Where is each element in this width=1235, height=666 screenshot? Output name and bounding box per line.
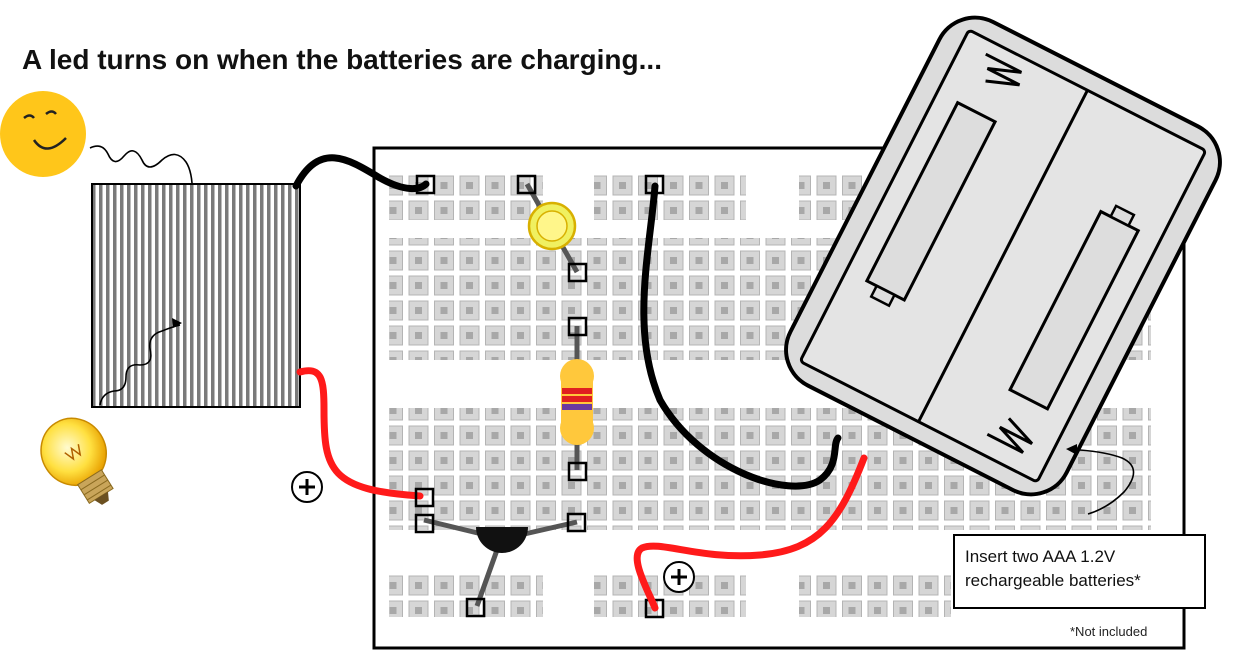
footnote: *Not included bbox=[1070, 624, 1148, 639]
battery-holder-icon bbox=[784, 15, 1222, 497]
rail-hole-marker bbox=[415, 174, 436, 195]
battery-note-line-2: rechargeable batteries* bbox=[965, 571, 1141, 590]
negative-wire-battery bbox=[640, 182, 842, 490]
solar-panel-icon bbox=[91, 183, 301, 408]
battery-note-line-1: Insert two AAA 1.2V bbox=[965, 547, 1116, 566]
negative-wire-panel bbox=[292, 154, 430, 192]
led-icon bbox=[516, 174, 588, 283]
resistor-icon bbox=[560, 316, 594, 482]
sun-icon bbox=[0, 91, 86, 177]
positive-wire-battery bbox=[633, 454, 868, 612]
page-title: A led turns on when the batteries are ch… bbox=[22, 44, 662, 75]
callout-arrow bbox=[1079, 449, 1135, 515]
transistor-icon bbox=[414, 487, 587, 618]
light-bulb-icon bbox=[40, 417, 114, 505]
positive-marker bbox=[663, 561, 695, 593]
positive-wire-panel bbox=[296, 367, 424, 500]
positive-marker bbox=[291, 471, 323, 503]
lamp-ray-arrow bbox=[99, 324, 181, 406]
battery-note: Insert two AAA 1.2V rechargeable batteri… bbox=[953, 534, 1206, 609]
sun-ray-arrow bbox=[89, 145, 194, 205]
